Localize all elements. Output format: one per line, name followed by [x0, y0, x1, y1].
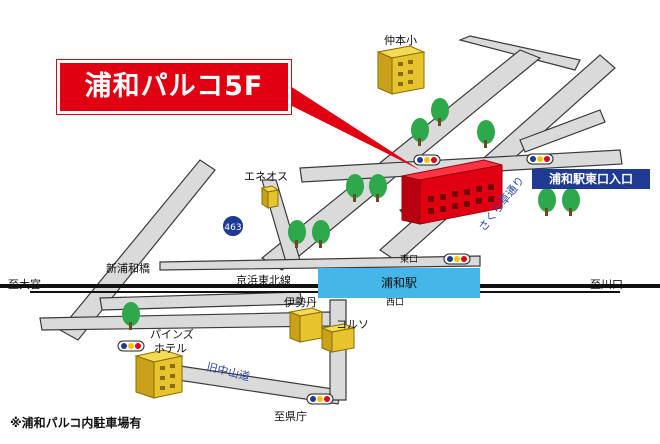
pointer-arrow — [270, 82, 420, 170]
tree-icon — [477, 120, 495, 148]
corso-building — [320, 323, 356, 353]
route-shield-number: 463 — [224, 223, 241, 233]
traffic-lights — [117, 153, 554, 405]
traffic-light-icon — [526, 153, 554, 165]
tree-icon — [312, 220, 330, 248]
page-title: 浦和パルコ5F — [57, 60, 291, 114]
road-track-side — [159, 255, 481, 271]
urawa-east-exit-sign: 浦和駅東口入口 — [532, 169, 650, 189]
label-to-kencho: 至県庁 — [274, 409, 307, 423]
isetan-building — [288, 307, 324, 343]
trees — [122, 98, 580, 330]
road-west-diagonal — [59, 159, 216, 341]
traffic-light-icon — [117, 340, 145, 352]
label-to-kawaguchi: 至川口 — [590, 278, 623, 291]
tree-icon — [369, 174, 387, 202]
tree-icon — [562, 188, 580, 216]
label-to-omiya: 至大宮 — [8, 277, 41, 291]
parking-footnote: ※浦和パルコ内駐車場有 — [10, 416, 142, 430]
label-keihin-tohoku-line: 京浜東北線 — [236, 273, 291, 287]
label-west-exit: 西口 — [386, 297, 404, 308]
urawa-parco-building — [401, 159, 503, 225]
label-eneos: エネオス — [244, 170, 288, 183]
traffic-light-icon — [306, 393, 334, 405]
tree-icon — [431, 98, 449, 126]
traffic-light-icon — [443, 253, 471, 265]
label-shin-urawa-bridge: 新浦和橋 — [106, 261, 150, 275]
label-corso: コルソ — [336, 318, 369, 331]
eneos-building — [260, 185, 280, 209]
road-right-short — [519, 109, 606, 153]
label-nakamoto-school: 仲本小 — [384, 33, 417, 47]
traffic-light-icon — [413, 154, 441, 166]
label-east-exit: 東口 — [400, 253, 418, 265]
route-shield-icon: 463 — [221, 214, 245, 238]
tree-icon — [288, 220, 306, 248]
tree-icon — [346, 174, 364, 202]
label-isetan: 伊勢丹 — [284, 295, 317, 309]
label-pines-hotel-line2: ホテル — [154, 342, 187, 355]
label-pines-hotel-line1: パインズ — [150, 327, 194, 341]
tree-icon — [538, 188, 556, 216]
urawa-station: 浦和駅 — [318, 268, 480, 298]
tree-icon — [122, 302, 140, 330]
nakamoto-school-building — [376, 45, 426, 95]
pines-hotel-building — [134, 349, 184, 399]
tree-icon — [411, 118, 429, 146]
road-below-tracks — [99, 291, 303, 311]
